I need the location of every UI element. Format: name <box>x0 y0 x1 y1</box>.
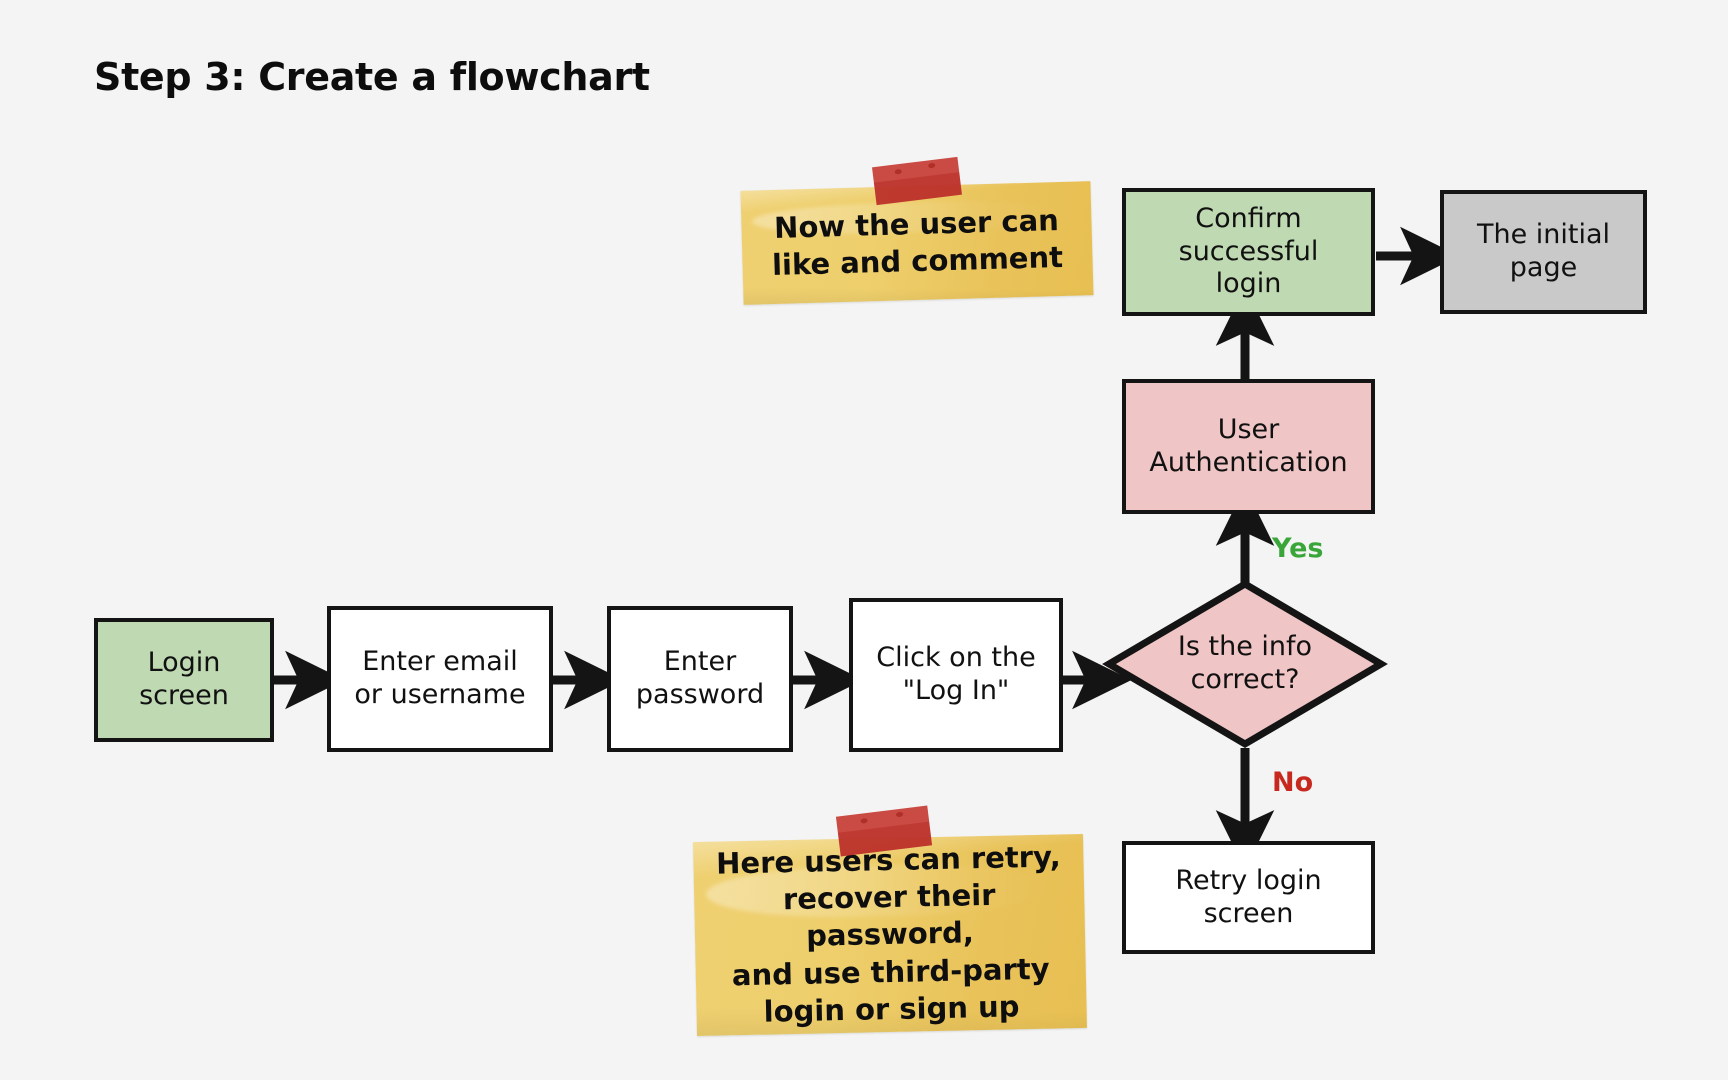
branch-label-yes: Yes <box>1272 533 1324 564</box>
node-is-info-correct[interactable]: Is the info correct? <box>1102 579 1388 749</box>
node-click-log-in[interactable]: Click on the "Log In" <box>849 598 1063 752</box>
sticky-note-retry-recover[interactable]: Here users can retry, recover their pass… <box>693 833 1087 1037</box>
node-login-screen[interactable]: Login screen <box>94 618 274 742</box>
node-initial-page[interactable]: The initial page <box>1440 190 1647 314</box>
sticky-note-text: Here users can retry, recover their pass… <box>715 839 1062 1029</box>
node-enter-email[interactable]: Enter email or username <box>327 606 553 752</box>
branch-label-no: No <box>1272 767 1314 798</box>
node-user-authentication[interactable]: User Authentication <box>1122 379 1375 514</box>
page-title: Step 3: Create a flowchart <box>94 55 650 99</box>
diamond-shape <box>1102 579 1388 749</box>
node-retry-login[interactable]: Retry login screen <box>1122 841 1375 954</box>
node-confirm-login[interactable]: Confirm successful login <box>1122 188 1375 316</box>
node-enter-password[interactable]: Enter password <box>607 606 793 752</box>
